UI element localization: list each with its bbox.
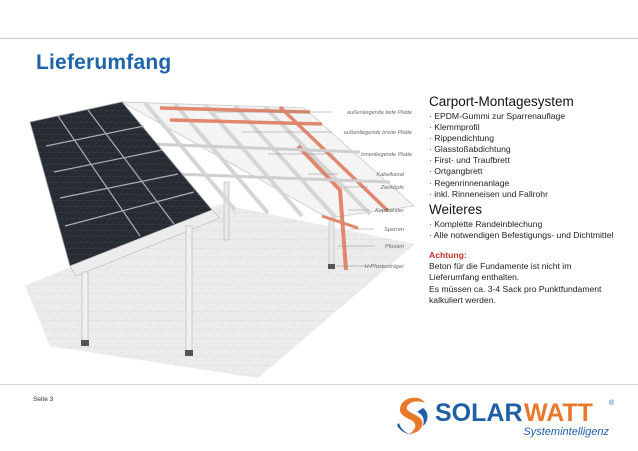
logo-brand-left: SOLAR xyxy=(435,399,523,427)
list-item: inkl. Rinneneisen und Fallrohr xyxy=(429,189,634,200)
logo-brand-right: WATT xyxy=(524,399,593,427)
list-item: EPDM-Gummi zur Sparrenauflage xyxy=(429,111,634,122)
callout-lines xyxy=(215,111,374,267)
section-title-further: Weiteres xyxy=(429,201,483,217)
carport-illustration: außenliegende tiefe Platte außenliegende… xyxy=(25,101,415,378)
front-beam xyxy=(69,209,221,277)
attention-note: Achtung: Beton für die Fundamente ist ni… xyxy=(429,250,634,306)
list-item: Komplette Randeinblechung xyxy=(429,219,634,230)
footer-divider xyxy=(0,384,638,385)
attention-line: Beton für die Fundamente ist nicht im xyxy=(429,260,572,271)
logo-registered: ® xyxy=(609,399,615,407)
post-brackets xyxy=(81,264,335,356)
logo-tagline: Systemintelligenz xyxy=(523,426,609,438)
list-item: First- und Traufbrett xyxy=(429,155,634,166)
attention-line: Es müssen ca. 3-4 Sack pro Punktfundamen… xyxy=(429,283,602,294)
callout-label: Pfosten xyxy=(385,244,404,250)
attention-text: Beton für die Fundamente ist nicht im Li… xyxy=(429,261,634,306)
list-item: Ortgangbrett xyxy=(429,166,634,177)
solarwatt-swirl-icon xyxy=(397,397,428,435)
callout-labels: außenliegende tiefe Platte außenliegende… xyxy=(344,110,412,270)
further-list: Komplette Randeinblechung Alle notwendig… xyxy=(429,219,634,241)
callout-label: H-Pfostenträger xyxy=(365,264,406,270)
list-item: Regenrinnenanlage xyxy=(429,178,634,189)
callout-label: außenliegende tiefe Platte xyxy=(347,110,412,116)
callout-label: Sparren xyxy=(384,227,404,233)
callout-label: Zierköpfe xyxy=(380,185,404,191)
list-item: Alle notwendigen Befestigungs- und Dicht… xyxy=(429,230,634,241)
attention-label: Achtung: xyxy=(429,249,467,260)
list-item: Klemmprofil xyxy=(429,122,634,133)
callout-label: Innenliegende Platte xyxy=(361,152,412,158)
callout-label: Kabelkanal xyxy=(376,172,404,178)
callout-label: außenliegende breite Platte xyxy=(344,130,412,136)
header-divider xyxy=(0,38,638,39)
callout-label: Kopfbänder xyxy=(375,208,405,214)
page-title: Lieferumfang xyxy=(36,51,172,74)
carport-system-list: EPDM-Gummi zur Sparrenauflage Klemmprofi… xyxy=(429,111,634,200)
scope-of-delivery-text: Carport-Montagesystem EPDM-Gummi zur Spa… xyxy=(429,94,634,306)
section-title-carport-system: Carport-Montagesystem xyxy=(429,94,574,109)
attention-line: Lieferumfang enthalten. xyxy=(429,272,520,283)
attention-line: kalkuliert werden. xyxy=(429,294,496,305)
list-item: Rippendichtung xyxy=(429,133,634,144)
list-item: Glasstoßabdichtung xyxy=(429,144,634,155)
page-number: Seite 3 xyxy=(33,396,54,403)
solarwatt-logo: SOLAR WATT ® Systemintelligenz xyxy=(397,397,615,438)
solar-panels xyxy=(29,101,213,267)
roof-structure xyxy=(121,101,415,271)
